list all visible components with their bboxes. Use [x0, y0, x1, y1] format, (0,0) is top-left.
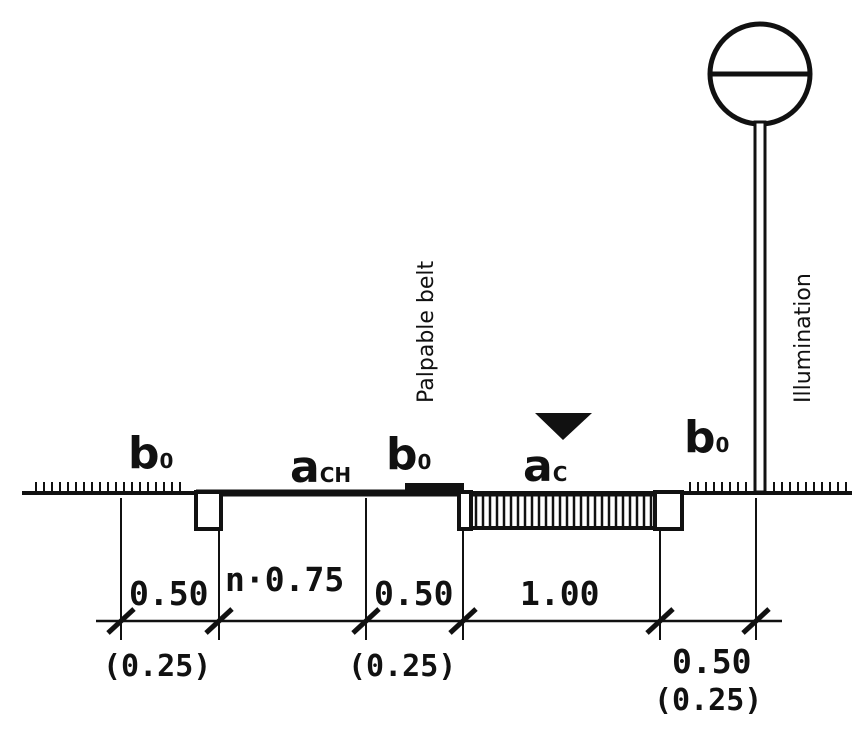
- label-illumination: Illumination: [791, 273, 816, 403]
- dimension-line: [96, 607, 782, 635]
- dim-value-4: 1.00: [520, 574, 599, 613]
- curb-center: [457, 490, 473, 531]
- lamp-post: [707, 21, 813, 494]
- label-b0-left: b0: [128, 428, 173, 479]
- dim-value-5-paren: (0.25): [654, 683, 762, 718]
- dim-value-3-paren: (0.25): [348, 649, 456, 684]
- platform-surface: [194, 483, 684, 531]
- dim-tick-6: [741, 607, 771, 635]
- marker-triangle: [535, 413, 592, 440]
- dim-tick-4: [448, 607, 478, 635]
- dim-value-1: 0.50: [129, 574, 208, 613]
- dim-tick-1: [106, 607, 136, 635]
- dim-value-5: 0.50: [672, 642, 751, 681]
- ground-hatch-left: [35, 482, 181, 493]
- dim-tick-3: [351, 607, 381, 635]
- curb-left: [194, 490, 223, 531]
- dim-tick-5: [645, 607, 675, 635]
- dim-value-1-paren: (0.25): [103, 649, 211, 684]
- label-ac: aC: [523, 441, 567, 492]
- label-b0-middle: b0: [386, 429, 431, 480]
- ground-hatch-right: [689, 482, 847, 493]
- lamp-pole: [753, 120, 767, 494]
- label-b0-right: b0: [684, 412, 729, 463]
- dim-tick-2: [204, 607, 234, 635]
- palpable-belt-strip: [405, 483, 464, 496]
- dim-value-3: 0.50: [374, 574, 453, 613]
- label-ach: aCH: [290, 442, 351, 493]
- dim-value-2: n·0.75: [225, 560, 344, 599]
- extension-lines: [120, 498, 757, 640]
- curb-right: [653, 490, 684, 531]
- ac-zone-hatch: [474, 496, 653, 526]
- label-palpable-belt: Palpable belt: [414, 260, 439, 403]
